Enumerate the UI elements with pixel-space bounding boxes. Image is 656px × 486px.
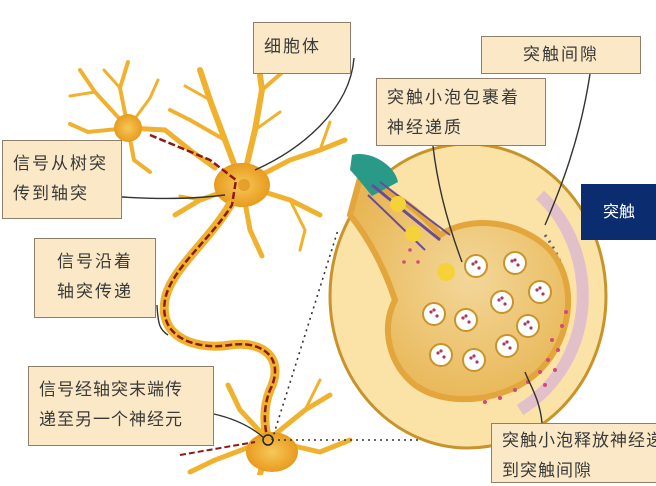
label-vesicle-release: 突触小泡释放神经递 到突触间隙 [491, 423, 656, 483]
label-synaptic-cleft: 突触间隙 [481, 36, 641, 74]
synapse-magnified-icon [328, 142, 608, 450]
label-cell-body: 细胞体 [253, 22, 351, 74]
label-along-axon: 信号沿着 轴突传递 [34, 238, 156, 318]
neuron-synapse-diagram [68, 57, 608, 475]
label-dendrite-to-axon: 信号从树突 传到轴突 [2, 140, 122, 219]
synapse-tag: 突触 [581, 184, 656, 240]
label-axon-terminal: 信号经轴突末端传 递至另一个神经元 [28, 366, 214, 446]
signal-path [149, 133, 277, 441]
main-neuron-dendrites [168, 57, 348, 259]
label-vesicle-wrap: 突触小泡包裹着 神经递质 [376, 78, 546, 146]
